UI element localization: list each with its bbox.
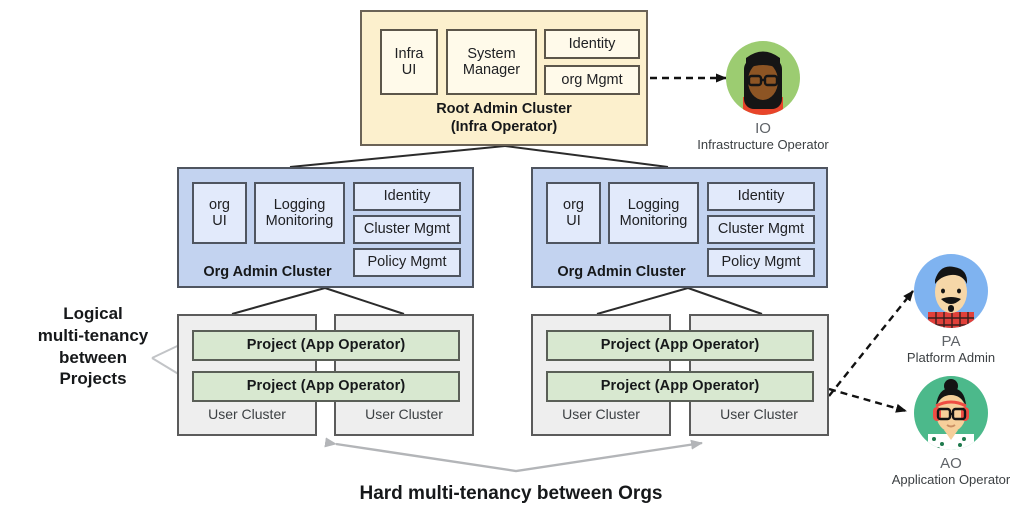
user-cluster-label: User Cluster bbox=[562, 406, 640, 422]
user-cluster-label: User Cluster bbox=[208, 406, 286, 422]
root-cluster-title-line1: Root Admin Cluster bbox=[436, 101, 572, 117]
project-bar-right-1: Project (App Operator) bbox=[546, 330, 814, 361]
hard-multitenancy-note: Hard multi-tenancy between Orgs bbox=[359, 483, 663, 504]
logical-multitenancy-note: Logical multi-tenancy between Projects bbox=[37, 304, 149, 389]
org-admin-cluster-right: org UI Logging Monitoring Identity Clust… bbox=[531, 167, 828, 288]
persona-role: Platform Admin bbox=[906, 350, 996, 365]
chip-cluster-mgmt: Cluster Mgmt bbox=[353, 215, 461, 244]
chip-infra-ui: Infra UI bbox=[380, 29, 438, 95]
chip-identity: Identity bbox=[353, 182, 461, 211]
chip-policy-mgmt: Policy Mgmt bbox=[353, 248, 461, 277]
chip-identity: Identity bbox=[707, 182, 815, 211]
chip-cluster-mgmt: Cluster Mgmt bbox=[707, 215, 815, 244]
chip-org-mgmt: org Mgmt bbox=[544, 65, 640, 95]
avatar-pa-icon bbox=[928, 266, 974, 328]
avatar-io-icon bbox=[743, 51, 783, 115]
persona-initials: AO bbox=[940, 455, 962, 472]
persona-initials: IO bbox=[755, 120, 771, 137]
org-cluster-title: Org Admin Cluster bbox=[203, 264, 332, 280]
project-bar-left-1: Project (App Operator) bbox=[192, 330, 460, 361]
avatar-infrastructure-operator bbox=[726, 41, 800, 115]
chip-identity: Identity bbox=[544, 29, 640, 59]
chip-logging-monitoring: Logging Monitoring bbox=[608, 182, 699, 244]
project-bar-left-2: Project (App Operator) bbox=[192, 371, 460, 402]
chip-org-ui: org UI bbox=[546, 182, 601, 244]
chip-org-ui: org UI bbox=[192, 182, 247, 244]
persona-platform-admin: PA Platform Admin bbox=[876, 254, 1022, 366]
project-bar-right-2: Project (App Operator) bbox=[546, 371, 814, 402]
root-cluster-title-line2: (Infra Operator) bbox=[450, 119, 558, 135]
org-cluster-title: Org Admin Cluster bbox=[557, 264, 686, 280]
persona-application-operator: AO Application Operator bbox=[876, 376, 1022, 488]
avatar-application-operator bbox=[914, 376, 988, 450]
avatar-platform-admin bbox=[914, 254, 988, 328]
chip-logging-monitoring: Logging Monitoring bbox=[254, 182, 345, 244]
persona-role: Infrastructure Operator bbox=[697, 137, 829, 152]
chip-system-manager: System Manager bbox=[446, 29, 537, 95]
user-cluster-label: User Cluster bbox=[365, 406, 443, 422]
persona-infrastructure-operator: IO Infrastructure Operator bbox=[688, 41, 838, 153]
org-admin-cluster-left: org UI Logging Monitoring Identity Clust… bbox=[177, 167, 474, 288]
user-cluster-label: User Cluster bbox=[720, 406, 798, 422]
chip-policy-mgmt: Policy Mgmt bbox=[707, 248, 815, 277]
root-admin-cluster: Infra UI System Manager Identity org Mgm… bbox=[360, 10, 648, 146]
persona-initials: PA bbox=[941, 333, 961, 350]
persona-role: Application Operator bbox=[891, 472, 1011, 487]
avatar-ao-icon bbox=[928, 379, 974, 450]
